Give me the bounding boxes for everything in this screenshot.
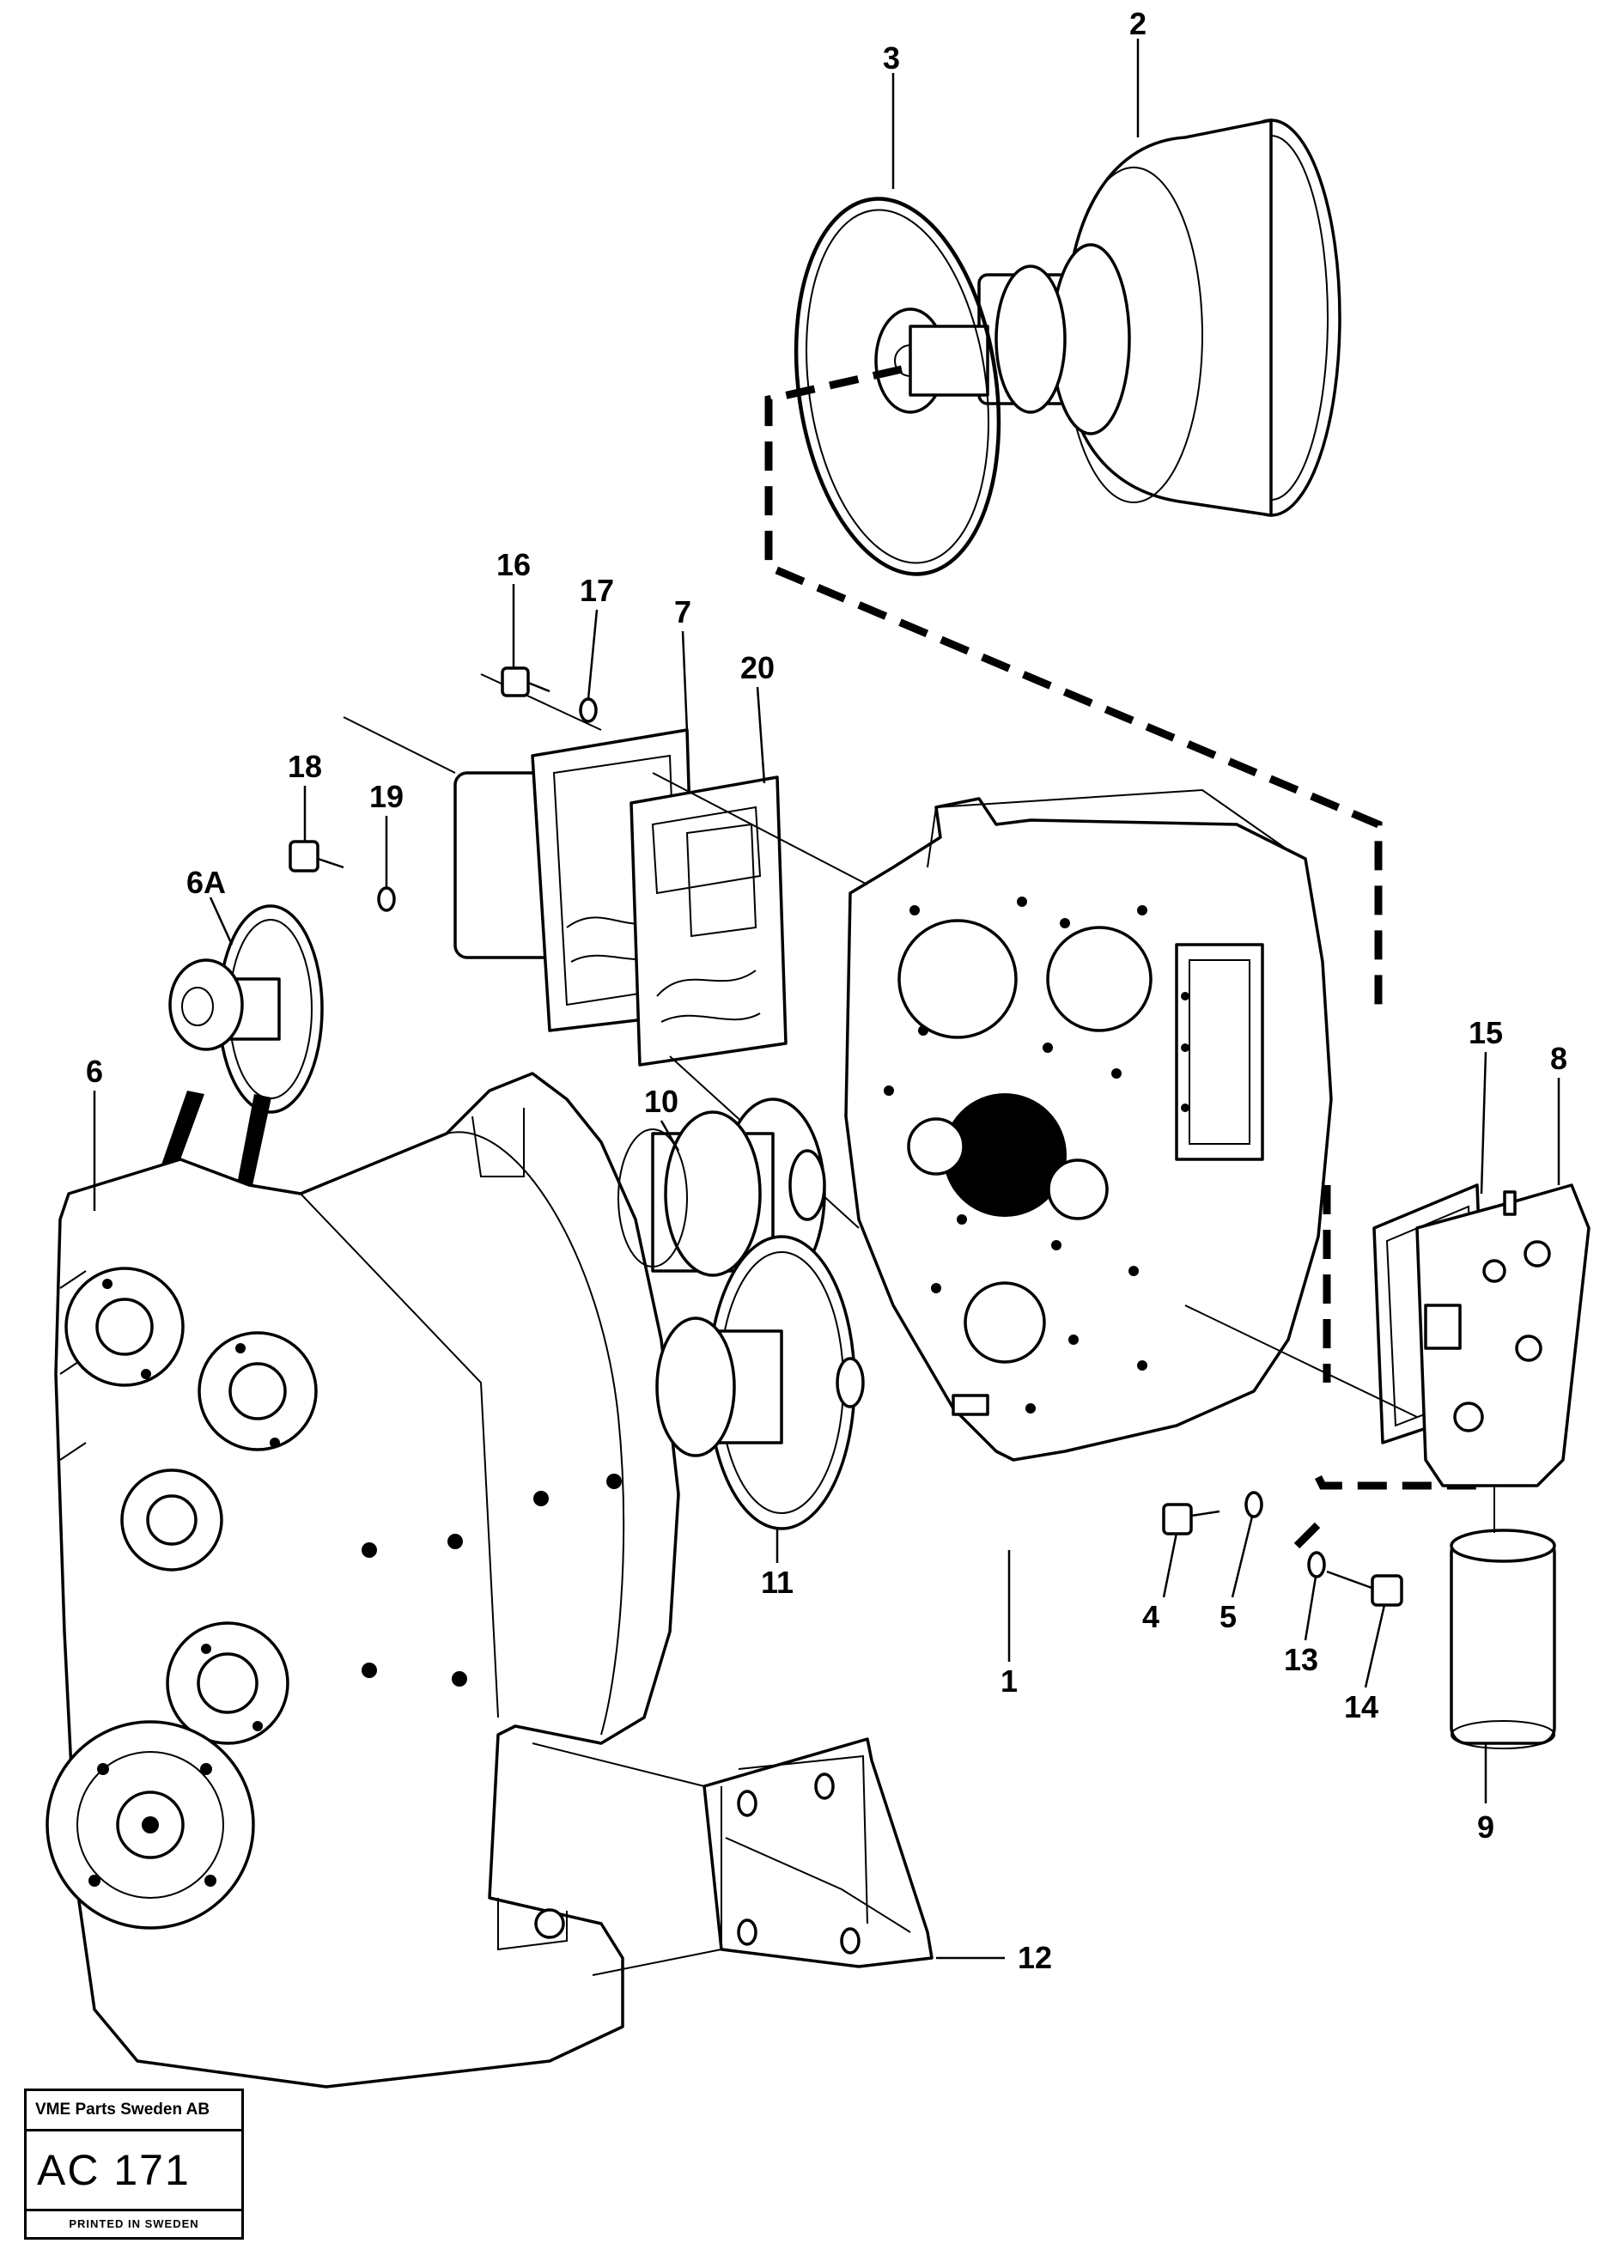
callout-19: 19 [369,779,404,814]
washer-19 [377,886,396,912]
gear-shaft-6a [168,904,324,1114]
callout-15: 15 [1469,1015,1503,1050]
title-block: VME Parts Sweden AB AC 171 PRINTED IN SW… [24,2089,244,2240]
oil-filter-9 [1450,1486,1556,1749]
gear-shaft-10 [617,1098,826,1290]
callout-20: 20 [740,650,775,685]
callout-9: 9 [1477,1809,1494,1845]
valve-gasket [630,775,788,1067]
transmission-housing [46,1072,680,2089]
callout-18: 18 [288,749,322,784]
callout-17: 17 [580,573,614,608]
washer-17 [579,697,598,723]
o-ring-seal [794,197,1001,576]
screw-14 [1326,1570,1403,1607]
control-valve-8 [1184,1183,1591,1487]
screw-18 [289,840,344,873]
intermediate-housing [844,788,1333,1462]
washer-13 [1307,1551,1326,1578]
dashed-assembly-path [764,365,1477,1549]
callout-13: 13 [1284,1642,1318,1677]
callout-12: 12 [1018,1940,1052,1975]
torque-converter [874,119,1341,517]
callout-2: 2 [1129,6,1147,41]
leader-lines [93,39,1560,1960]
printed-in-label: PRINTED IN SWEDEN [69,2217,199,2230]
company-name: VME Parts Sweden AB [27,2091,241,2131]
callout-10: 10 [644,1084,678,1119]
callout-11: 11 [761,1565,794,1600]
screw-4 [1162,1503,1220,1535]
callout-16: 16 [496,547,531,582]
callout-6: 6 [86,1054,103,1089]
callout-14: 14 [1344,1689,1378,1724]
callout-4: 4 [1142,1599,1159,1634]
drawing-number: AC 171 [27,2131,241,2211]
callout-7: 7 [674,594,691,629]
screw-16 [501,666,550,697]
callout-6a: 6A [186,865,226,900]
callout-5: 5 [1220,1599,1237,1634]
callout-3: 3 [883,40,900,76]
mounting-bracket [532,1737,934,1976]
callout-8: 8 [1550,1041,1567,1076]
washer-5 [1244,1491,1263,1518]
callout-1: 1 [1001,1663,1018,1699]
gear-11 [655,1235,865,1530]
